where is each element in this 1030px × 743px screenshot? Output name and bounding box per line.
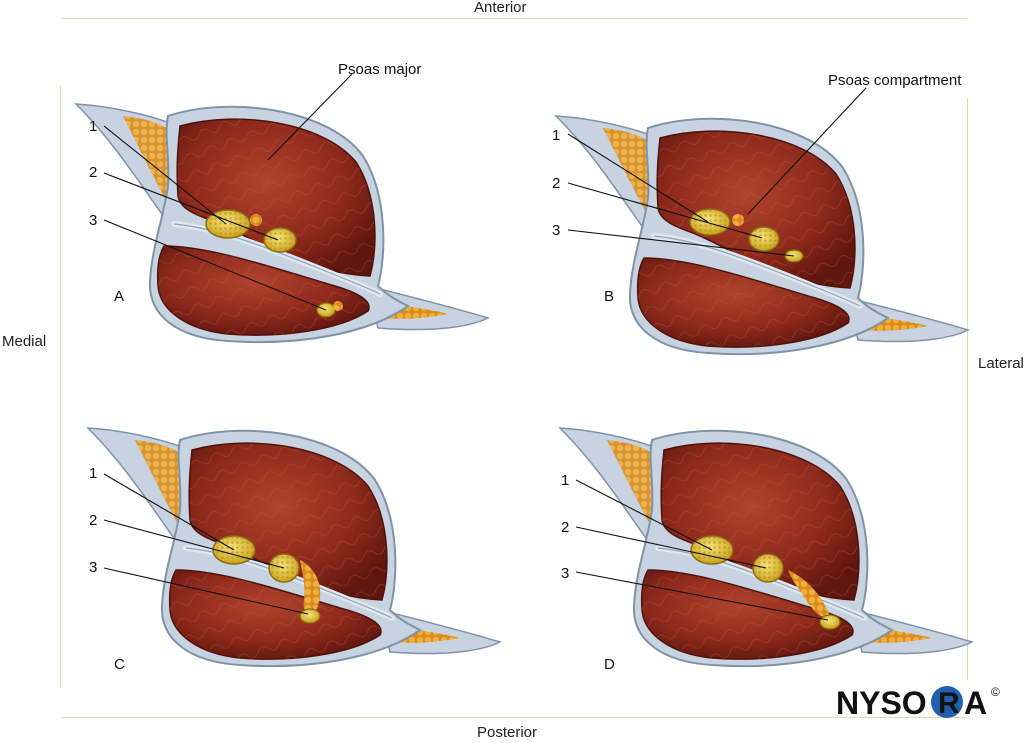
posterior-label: Posterior (477, 724, 538, 741)
nerve-2-b (748, 226, 780, 252)
panel-a-label-3: 3 (89, 212, 97, 229)
lateral-label: Lateral (978, 355, 1024, 372)
top-rule (62, 18, 967, 19)
panel-b-label-2: 2 (552, 175, 560, 192)
logo-text-right: A (964, 685, 987, 721)
nerve-1-b (689, 208, 731, 236)
nerve-3-c (299, 608, 321, 624)
panel-d-label-2: 2 (561, 519, 569, 536)
panel-c (88, 428, 500, 666)
psoas-major-label: Psoas major (338, 61, 421, 78)
panel-b-label-1: 1 (552, 127, 560, 144)
panel-a-label-2: 2 (89, 164, 97, 181)
logo-text-circle: R (938, 687, 960, 720)
nerve-2-a (263, 227, 297, 253)
leader-lines (103, 73, 867, 621)
panel-d-label-1: 1 (561, 472, 569, 489)
psoas-compartment-label: Psoas compartment (828, 72, 962, 89)
medial-label: Medial (2, 333, 47, 350)
panel-d-letter: D (604, 656, 615, 673)
nerve-2-d (752, 553, 784, 583)
nerve-1-a (205, 209, 251, 239)
panel-d (560, 428, 972, 666)
panel-c-label-3: 3 (89, 559, 97, 576)
nysora-logo: NYSO R A © (836, 685, 1000, 721)
left-rule (60, 86, 61, 688)
panel-c-label-1: 1 (89, 465, 97, 482)
logo-copyright: © (991, 685, 1000, 699)
logo-text-left: NYSO (836, 685, 927, 721)
nerve-3-d (819, 614, 841, 630)
panel-d-label-3: 3 (561, 565, 569, 582)
logo-circle (931, 686, 963, 718)
nerve-3-b (784, 249, 804, 263)
panel-b-label-3: 3 (552, 222, 560, 239)
anterior-label: Anterior (474, 0, 527, 16)
panel-a-label-1: 1 (89, 118, 97, 135)
panel-a-letter: A (114, 288, 124, 305)
panel-c-label-2: 2 (89, 512, 97, 529)
panel-a (76, 104, 488, 342)
panel-c-letter: C (114, 656, 125, 673)
right-rule (967, 98, 968, 680)
panel-b-letter: B (604, 288, 614, 305)
bottom-rule (62, 717, 967, 718)
panel-b (556, 116, 968, 354)
